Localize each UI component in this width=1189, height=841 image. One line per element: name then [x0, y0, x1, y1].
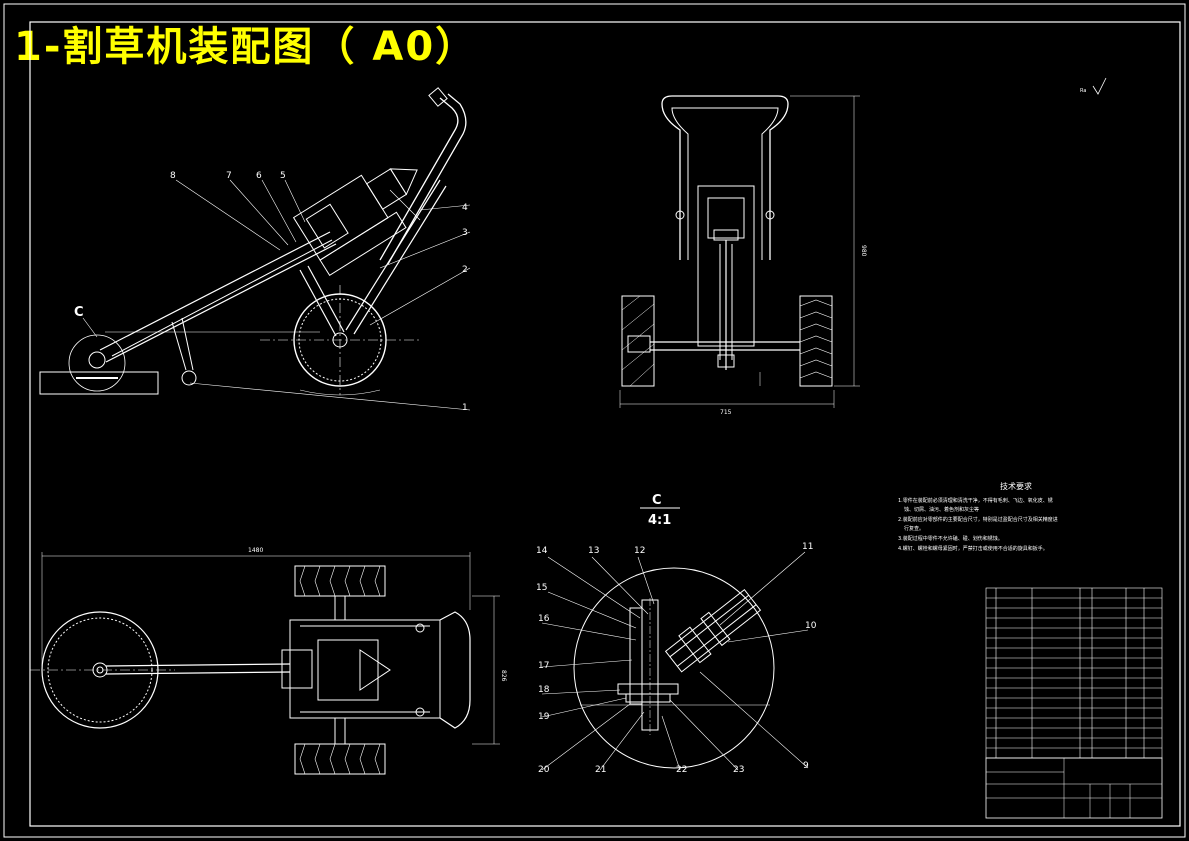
callout-3: 3	[462, 228, 468, 238]
tech-line-2: 蚀、切屑、油污、着色剂和灰尘等	[904, 506, 979, 513]
right-wheel	[799, 295, 833, 387]
callout-4: 4	[462, 203, 468, 213]
section-circle	[68, 334, 126, 392]
callout-21: 21	[595, 765, 606, 775]
tech-line-6: 4.螺钉、螺栓和螺母紧固时，严禁打击或使用不合适的旋具和扳手。	[898, 545, 1048, 552]
side-view-callouts: 8 7 6 5 4 3 2 1 C	[74, 171, 468, 413]
callout-17: 17	[538, 661, 549, 671]
callout-2: 2	[462, 265, 468, 275]
cutter-hub	[88, 351, 106, 369]
callout-5: 5	[280, 171, 286, 181]
top-wheel-upper	[294, 565, 386, 597]
detail-view-labels: C 4:1 9 10 11 12 13 14 15 16 17 18 19 20…	[536, 493, 817, 775]
callout-20: 20	[538, 765, 550, 775]
callout-11: 11	[802, 542, 813, 552]
tech-heading: 技术要求	[1000, 481, 1032, 491]
tech-line-4: 行复查。	[904, 525, 924, 532]
detail-scale: 4:1	[648, 513, 671, 528]
drawing-frame	[29, 21, 1181, 827]
top-wheel-lower	[294, 743, 386, 775]
tech-line-1: 1.零件在装配前必须清理和清洗干净，不得有毛刺、飞边、氧化皮、锈	[898, 497, 1053, 504]
detail-circle	[573, 567, 775, 769]
outer-border	[3, 3, 1186, 838]
parts-list	[985, 587, 1163, 759]
ground-block	[39, 371, 159, 395]
callout-22: 22	[676, 765, 687, 775]
callout-18: 18	[538, 685, 550, 695]
section-label-c: C	[74, 305, 84, 320]
tech-line-3: 2.装配前应对零部件的主要配合尺寸，特别是过盈配合尺寸及相关精度进	[898, 516, 1058, 523]
front-view-dims: 715 980	[720, 245, 867, 416]
side-view	[39, 87, 471, 411]
callout-6: 6	[256, 171, 262, 181]
callout-14: 14	[536, 546, 548, 556]
caster-wheel	[181, 370, 197, 386]
drawing-title: 1-割草机装配图（ A0）	[14, 24, 478, 70]
roughness-symbol: Ra	[1080, 77, 1107, 95]
detail-view	[541, 507, 809, 771]
top-width-dim: 826	[500, 670, 507, 682]
callout-13: 13	[588, 546, 599, 556]
callout-9: 9	[803, 761, 809, 771]
callout-23: 23	[733, 765, 744, 775]
callout-7: 7	[226, 171, 232, 181]
top-view	[30, 552, 500, 775]
tech-line-5: 3.装配过程中零件不允许磕、碰、划伤和锈蚀。	[898, 535, 1003, 542]
callout-8: 8	[170, 171, 176, 181]
detail-label-c: C	[652, 493, 662, 508]
callout-10: 10	[805, 621, 817, 631]
engine	[292, 168, 418, 277]
tech-requirements: 技术要求 1.零件在装配前必须清理和清洗干净，不得有毛刺、飞边、氧化皮、锈 蚀、…	[898, 481, 1058, 552]
roughness-label: Ra	[1080, 88, 1086, 94]
callout-1: 1	[462, 403, 468, 413]
callout-16: 16	[538, 614, 550, 624]
callout-12: 12	[634, 546, 645, 556]
front-view	[619, 95, 860, 408]
callout-15: 15	[536, 583, 547, 593]
left-wheel	[621, 295, 655, 387]
front-height-dim: 980	[860, 245, 867, 257]
front-width-dim: 715	[720, 409, 732, 416]
callout-19: 19	[538, 712, 550, 722]
top-length-dim: 1480	[248, 547, 263, 554]
top-view-dims: 1480 826	[248, 547, 507, 682]
title-block	[985, 757, 1163, 819]
